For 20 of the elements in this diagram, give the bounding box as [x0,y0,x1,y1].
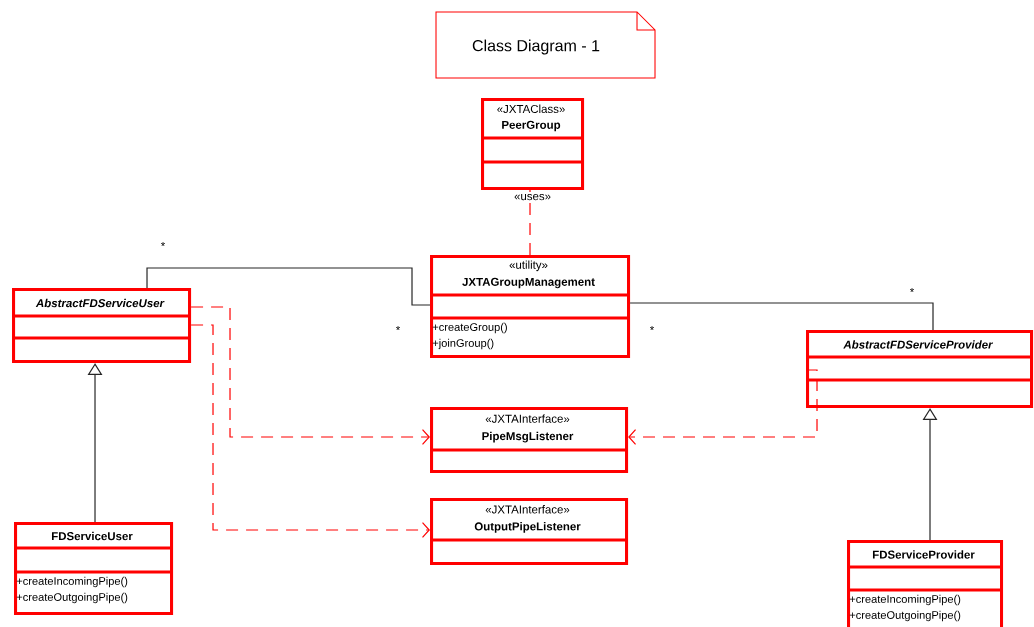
dependency-arrow [628,369,818,445]
multiplicity-label: * [649,326,655,331]
dependency-arrow [190,324,430,538]
association-line [146,267,431,306]
dependency-arrow [190,306,430,445]
class-box: FDServiceUser +createIncomingPipe() +createOutgoingPipe() [14,522,174,616]
association-line [629,302,934,331]
dependency-line [529,189,531,256]
class-box: AbstractFDServiceUser [12,288,192,364]
multiplicity-label: * [395,326,401,331]
class-box: «utility» JXTAGroupManagement +createGroup() +joinGroup() [430,255,631,359]
class-box: «JXTAInterface» OutputPipeListener [430,498,629,566]
multiplicity-label: * [909,288,915,293]
edge-label: «uses» [514,193,551,201]
multiplicity-label: * [160,242,166,247]
note-box: Class Diagram - 1 [435,11,656,79]
class-box: «JXTAInterface» PipeMsgListener [430,407,629,474]
class-box: FDServiceProvider +createIncomingPipe() +createOutgoingPipe() [847,540,1004,627]
class-box: AbstractFDServiceProvider [806,330,1034,409]
class-box: «JXTAClass» PeerGroup [481,98,585,191]
